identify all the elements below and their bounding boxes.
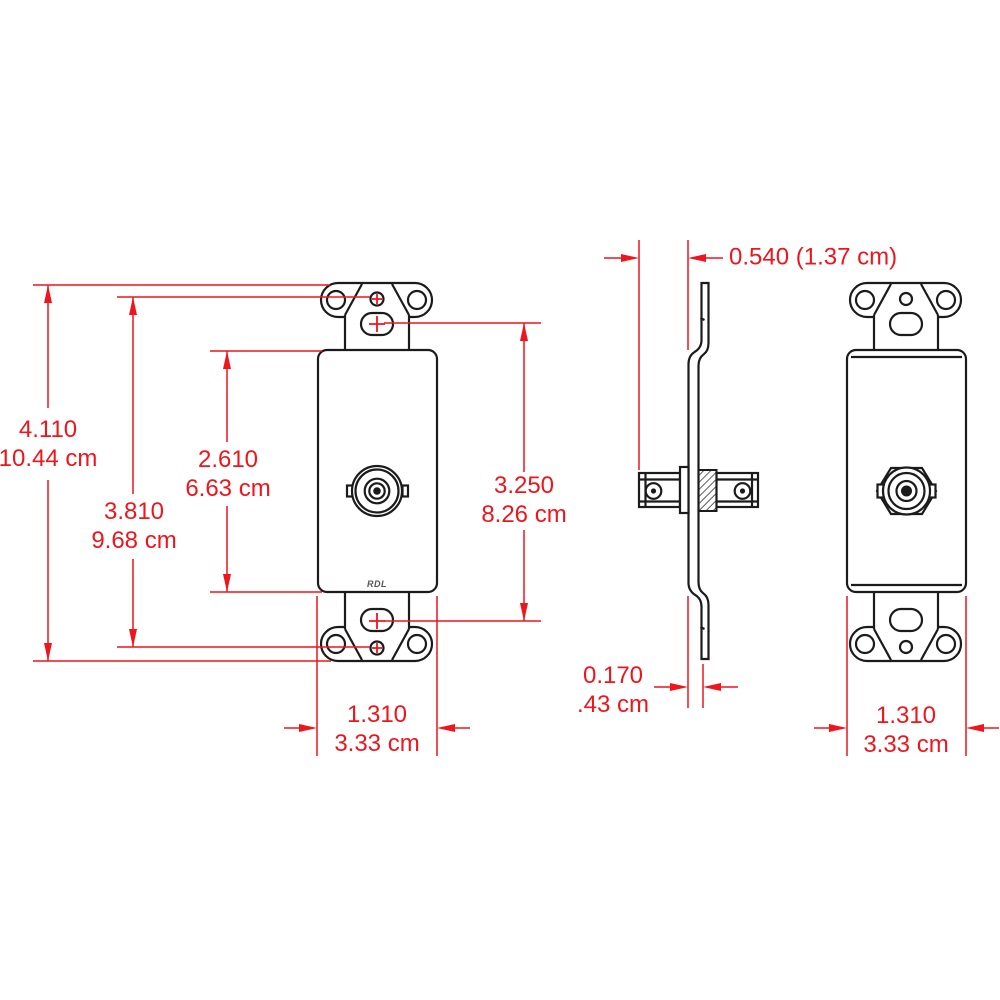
dim-value-metric: 6.63 cm (185, 475, 271, 502)
front-bnc-jack (345, 464, 410, 518)
side-break-tick (700, 317, 705, 321)
rear-top-strap (848, 281, 963, 352)
dim-value-metric: 9.68 cm (91, 527, 177, 554)
dim-value-inches: 1.310 (346, 701, 408, 728)
dim-value-inches: 2.610 (197, 446, 259, 473)
dim-connector-projection (604, 240, 723, 470)
dim-value-inches: 3.250 (493, 472, 555, 499)
bnc-threaded-section (697, 469, 718, 512)
side-bnc-barrel (637, 465, 760, 515)
center-mark-crosses (369, 294, 385, 653)
dim-value-metric: 3.33 cm (334, 730, 420, 757)
dim-front-width (284, 596, 470, 756)
dim-slot-spacing-label: 3.250 8.26 cm (481, 471, 566, 529)
dim-hole-spacing (129, 297, 137, 647)
dim-value-metric: 8.26 cm (481, 501, 567, 528)
dim-opening-height (223, 351, 231, 592)
dim-value-metric: 3.33 cm (863, 731, 949, 758)
dim-value-combined: 0.540 (1.37 cm) (729, 243, 898, 271)
rear-bottom-strap (848, 592, 963, 663)
strap-screw-hole (406, 633, 428, 655)
rear-view (845, 281, 968, 663)
dim-overall-height-label: 4.110 10.44 cm (0, 415, 97, 473)
strap-screw-hole (325, 633, 347, 655)
dim-value-inches: 0.170 (582, 662, 644, 689)
dim-opening-height-label: 2.610 6.63 cm (185, 445, 270, 503)
dim-front-width-label: 1.310 3.33 cm (334, 700, 419, 758)
front-view (316, 281, 439, 663)
dim-value-inches: 3.810 (103, 498, 165, 525)
dim-slot-spacing (520, 323, 528, 621)
rear-bnc-connector (875, 466, 938, 516)
dimension-annotations (33, 240, 999, 756)
dim-overall-height (44, 285, 52, 661)
strap-screw-hole (325, 289, 347, 311)
strap-pilot-hole (898, 291, 914, 307)
dim-rear-width-label: 1.310 3.33 cm (863, 701, 948, 759)
dim-hole-spacing-label: 3.810 9.68 cm (91, 497, 176, 555)
dim-value-inches: 4.110 (18, 416, 78, 443)
dim-connector-projection-label: 0.540 (1.37 cm) (729, 243, 897, 272)
strap-pilot-hole (898, 639, 914, 655)
dim-value-metric: 10.44 cm (0, 445, 98, 472)
strap-screw-hole (935, 633, 957, 655)
strap-screw-hole (406, 289, 428, 311)
strap-screw-hole (854, 633, 876, 655)
side-break-tick (700, 626, 705, 630)
side-view (637, 281, 760, 661)
dim-value-metric: .43 cm (576, 691, 650, 718)
dim-value-inches: 1.310 (875, 702, 937, 729)
brand-logo-text: RDL (367, 579, 387, 589)
strap-mount-slot (888, 311, 924, 337)
dim-plate-thickness-label: 0.170 .43 cm (577, 661, 649, 719)
strap-mount-slot (888, 607, 924, 633)
bnc-flange (678, 465, 690, 515)
dim-plate-thickness (654, 596, 738, 708)
strap-screw-hole (935, 289, 957, 311)
strap-screw-hole (854, 289, 876, 311)
dim-rear-width (814, 596, 999, 756)
